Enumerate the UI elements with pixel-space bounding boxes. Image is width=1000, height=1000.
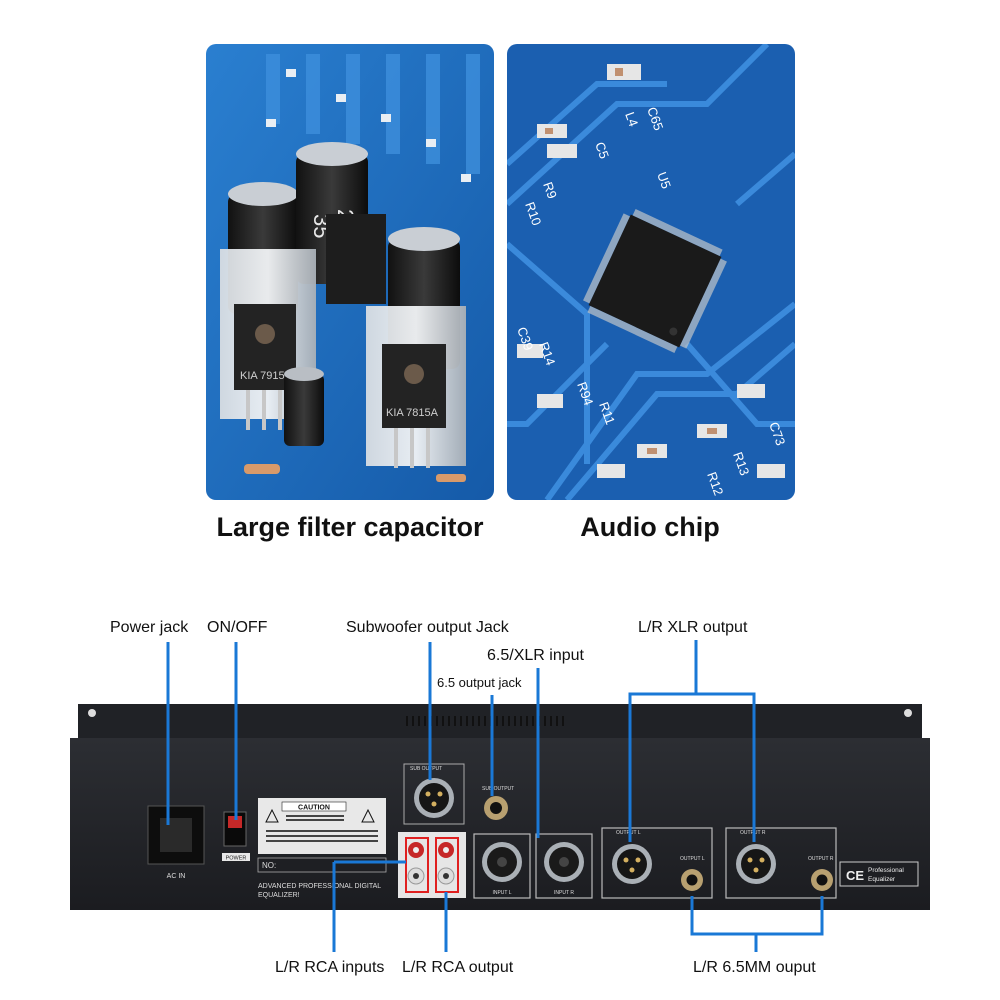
output-l-jack-label: OUTPUT L bbox=[680, 856, 705, 862]
rca-block bbox=[398, 832, 466, 898]
callout-on-off: ON/OFF bbox=[207, 619, 268, 636]
pcb-label-c5: C5 bbox=[592, 140, 612, 161]
rca-jacks[interactable] bbox=[407, 842, 455, 885]
pcb-label-r9: R9 bbox=[540, 180, 560, 201]
callout-lr-rca-inputs: L/R RCA inputs bbox=[275, 959, 385, 976]
pcb-label-l4: L4 bbox=[622, 110, 641, 129]
power-label: POWER bbox=[226, 856, 247, 862]
caution-label: CAUTION bbox=[298, 805, 330, 812]
ce-badge bbox=[839, 861, 919, 887]
audio-chip-photo: C65 L4 C5 U5 R9 R10 C39 R14 R94 R11 R13 … bbox=[507, 44, 795, 500]
ce-mark: CE bbox=[846, 868, 864, 883]
sub-output-frame bbox=[403, 763, 465, 825]
input-l-label: INPUT L bbox=[492, 890, 511, 896]
callout-lr-xlr-output: L/R XLR output bbox=[638, 619, 748, 636]
output-l-label: OUTPUT L bbox=[616, 830, 641, 836]
input-r-label: INPUT R bbox=[554, 890, 574, 896]
callout-lr-rca-output: L/R RCA output bbox=[402, 959, 514, 976]
callout-output-jack: 6.5 output jack bbox=[437, 675, 522, 690]
rca-input-highlight bbox=[405, 837, 429, 893]
input-r-frame bbox=[535, 833, 593, 899]
pcb-label-u5: U5 bbox=[654, 170, 674, 191]
caption-audio-chip: Audio chip bbox=[580, 512, 720, 542]
regulator-label-7915: KIA 7915 bbox=[240, 370, 285, 382]
input-l-frame bbox=[473, 833, 531, 899]
callout-lr-65mm-output: L/R 6.5MM ouput bbox=[693, 959, 816, 976]
pcb-label-r11: R11 bbox=[596, 400, 618, 427]
callout-power-jack: Power jack bbox=[110, 619, 189, 636]
output-r-frame bbox=[725, 827, 837, 899]
regulator-label-7815: KIA 7815A bbox=[386, 407, 439, 419]
caption-filter-capacitor: Large filter capacitor bbox=[216, 512, 484, 542]
badge-equalizer: Equalizer bbox=[868, 876, 896, 883]
equalizer-label: EQUALIZER! bbox=[258, 892, 300, 899]
output-r-jack-label: OUTPUT R bbox=[808, 856, 834, 862]
sub-output-jack-label: SUB OUTPUT bbox=[482, 786, 514, 792]
filter-capacitor-photo: 2200 35 KIA 7915 KIA 7815A bbox=[206, 44, 494, 500]
badge-professional: Professional bbox=[868, 867, 904, 874]
callout-subwoofer: Subwoofer output Jack bbox=[346, 619, 509, 636]
serial-no-label: NO: bbox=[262, 861, 276, 870]
callout-xlr-input: 6.5/XLR input bbox=[487, 647, 584, 664]
callout-lines bbox=[166, 640, 824, 952]
sub-output-label: SUB OUTPUT bbox=[410, 766, 442, 772]
advanced-label: ADVANCED PROFESSIONAL DIGITAL bbox=[258, 883, 381, 890]
ac-in-label: AC IN bbox=[167, 873, 186, 880]
output-l-frame bbox=[601, 827, 713, 899]
rack-ear-bar bbox=[78, 704, 922, 740]
